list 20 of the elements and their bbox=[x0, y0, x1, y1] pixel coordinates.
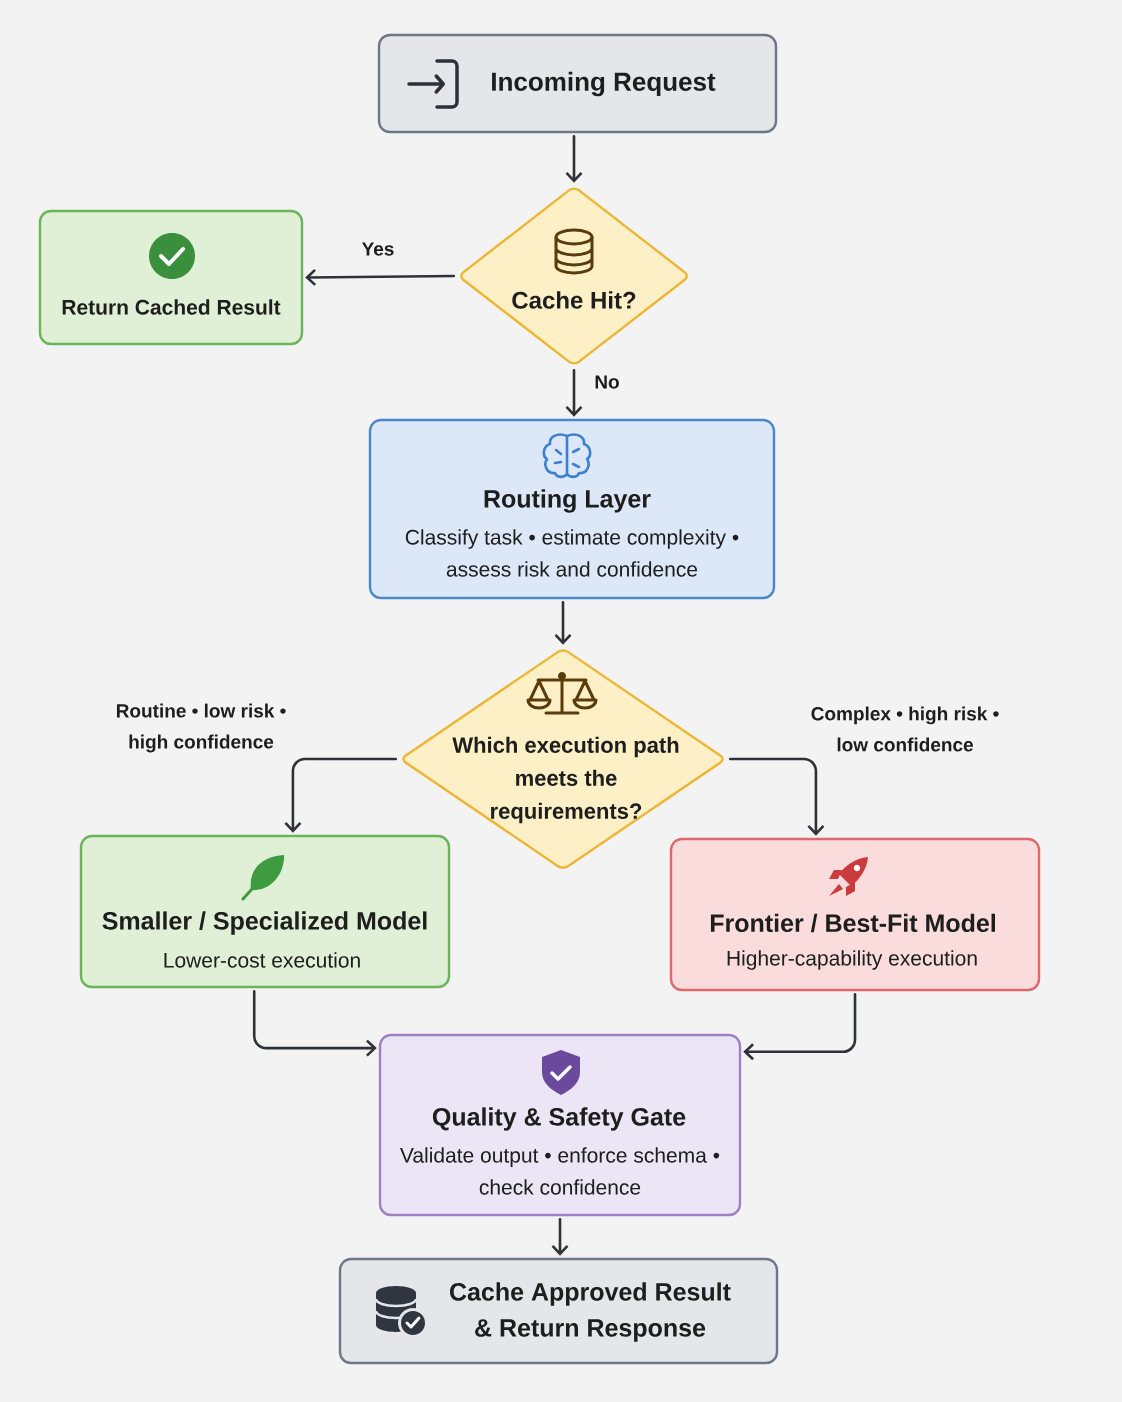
arrow bbox=[252, 989, 377, 1057]
edge-label: Yes bbox=[359, 240, 397, 258]
arrow bbox=[554, 600, 572, 645]
arrow bbox=[565, 134, 583, 183]
process-box: Quality & Safety Gate Validate output • enforce schema • check confidence bbox=[378, 1033, 742, 1217]
process-box: Routing Layer Classify task • estimate complexity • assess risk and confidence bbox=[368, 418, 776, 600]
process-box: Frontier / Best-Fit Model Higher-capability execution bbox=[669, 837, 1041, 992]
edge-label: Routine • low risk • high confidence bbox=[104, 701, 298, 755]
process-box: Smaller / Specialized Model Lower-cost execution bbox=[79, 834, 451, 989]
edge-label: No bbox=[592, 373, 622, 391]
arrow bbox=[305, 268, 456, 286]
arrow bbox=[743, 992, 857, 1061]
arrow bbox=[284, 757, 398, 833]
arrow bbox=[565, 368, 583, 417]
process-box: Return Cached Result bbox=[38, 209, 304, 346]
process-box: Incoming Request bbox=[377, 33, 778, 134]
arrow bbox=[551, 1217, 569, 1256]
arrow bbox=[728, 757, 825, 836]
process-box: Cache Approved Result & Return Response bbox=[338, 1257, 779, 1365]
edge-label: Complex • high risk • low confidence bbox=[803, 704, 1007, 754]
